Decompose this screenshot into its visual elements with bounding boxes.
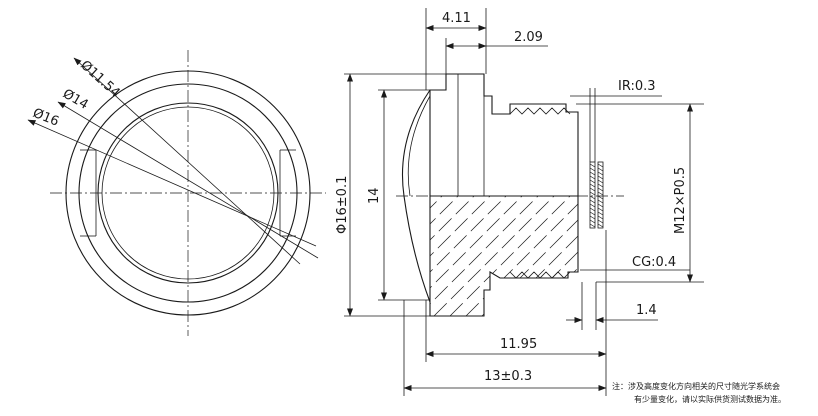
- ir-glass: [589, 161, 596, 229]
- glass-hatch: [589, 203, 596, 208]
- glass-hatch: [597, 187, 604, 192]
- glass-hatch: [597, 191, 604, 196]
- dim-cg-label: CG:0.4: [632, 255, 676, 270]
- glass-hatch: [597, 215, 604, 220]
- lens-body-upper: [429, 73, 579, 196]
- dim-d16-label: Ø16: [31, 106, 61, 130]
- glass-hatch: [597, 167, 604, 172]
- glass-hatch: [589, 163, 596, 168]
- glass-hatch: [589, 175, 596, 180]
- hatch-line: [449, 196, 571, 316]
- glass-hatch: [589, 183, 596, 188]
- glass-hatch: [589, 199, 596, 204]
- glass-hatch: [589, 191, 596, 196]
- glass-hatch: [589, 215, 596, 220]
- lens-body-section: [429, 195, 579, 317]
- glass-hatch: [597, 163, 604, 168]
- glass-hatch: [589, 207, 596, 212]
- glass-hatch: [589, 211, 596, 216]
- thread-profile: [509, 107, 571, 115]
- leader-d14: [57, 101, 319, 259]
- hatch-line: [430, 196, 507, 316]
- dim-2-09-label: 2.09: [514, 30, 543, 45]
- dim-14-label: 14: [367, 187, 382, 204]
- glass-hatch: [597, 223, 604, 228]
- glass-hatch: [597, 199, 604, 204]
- hatch-line: [481, 196, 578, 316]
- glass-hatch: [589, 167, 596, 172]
- hatch-line: [430, 196, 459, 316]
- hatch-line: [433, 196, 555, 316]
- leader-d11-54: [73, 57, 301, 265]
- glass-hatch: [589, 179, 596, 184]
- front-view: Ø11.54 Ø14 Ø16: [27, 50, 326, 336]
- dim-1-4-label: 1.4: [636, 303, 657, 318]
- hatch-line: [513, 196, 578, 316]
- glass-hatch: [597, 203, 604, 208]
- hatch-line: [306, 196, 426, 316]
- glass-hatch: [597, 219, 604, 224]
- note-line-1: 注：涉及高度变化方向相关的尺寸随光学系统会: [612, 381, 780, 391]
- glass-hatch: [589, 219, 596, 224]
- dim-d16-tol-label: Φ16±0.1: [335, 176, 350, 234]
- section-hatching: [306, 196, 578, 316]
- glass-hatch: [589, 171, 596, 176]
- glass-hatch: [597, 175, 604, 180]
- dim-ir-label: IR:0.3: [618, 79, 656, 94]
- leader-d16: [27, 119, 317, 247]
- side-view: 4.11 2.09 IR:0.3 Φ16±0.1 14 M12×P0.5 CG:…: [306, 8, 704, 396]
- glass-hatch: [597, 183, 604, 188]
- dim-thread-label: M12×P0.5: [673, 167, 688, 234]
- hatch-line: [430, 196, 523, 316]
- dim-4-11-label: 4.11: [442, 11, 471, 26]
- glass-hatch: [597, 179, 604, 184]
- dim-d11-54-label: Ø11.54: [77, 58, 122, 101]
- glass-hatch: [597, 195, 604, 200]
- dim-13-label: 13±0.3: [484, 369, 532, 384]
- glass-hatch: [589, 195, 596, 200]
- glass-hatch: [597, 171, 604, 176]
- glass-hatch: [589, 223, 596, 228]
- hatch-line: [430, 196, 475, 316]
- ir-glass-pattern: [589, 163, 604, 228]
- note-line-2: 有少量变化，请以实际供货测试数据为准。: [634, 394, 786, 404]
- hatch-line: [430, 196, 539, 316]
- hatch-line: [497, 196, 578, 316]
- glass-hatch: [597, 207, 604, 212]
- dim-d14-label: Ø14: [60, 86, 91, 112]
- glass-hatch: [589, 187, 596, 192]
- glass-hatch: [597, 211, 604, 216]
- dim-11-95-label: 11.95: [500, 337, 537, 352]
